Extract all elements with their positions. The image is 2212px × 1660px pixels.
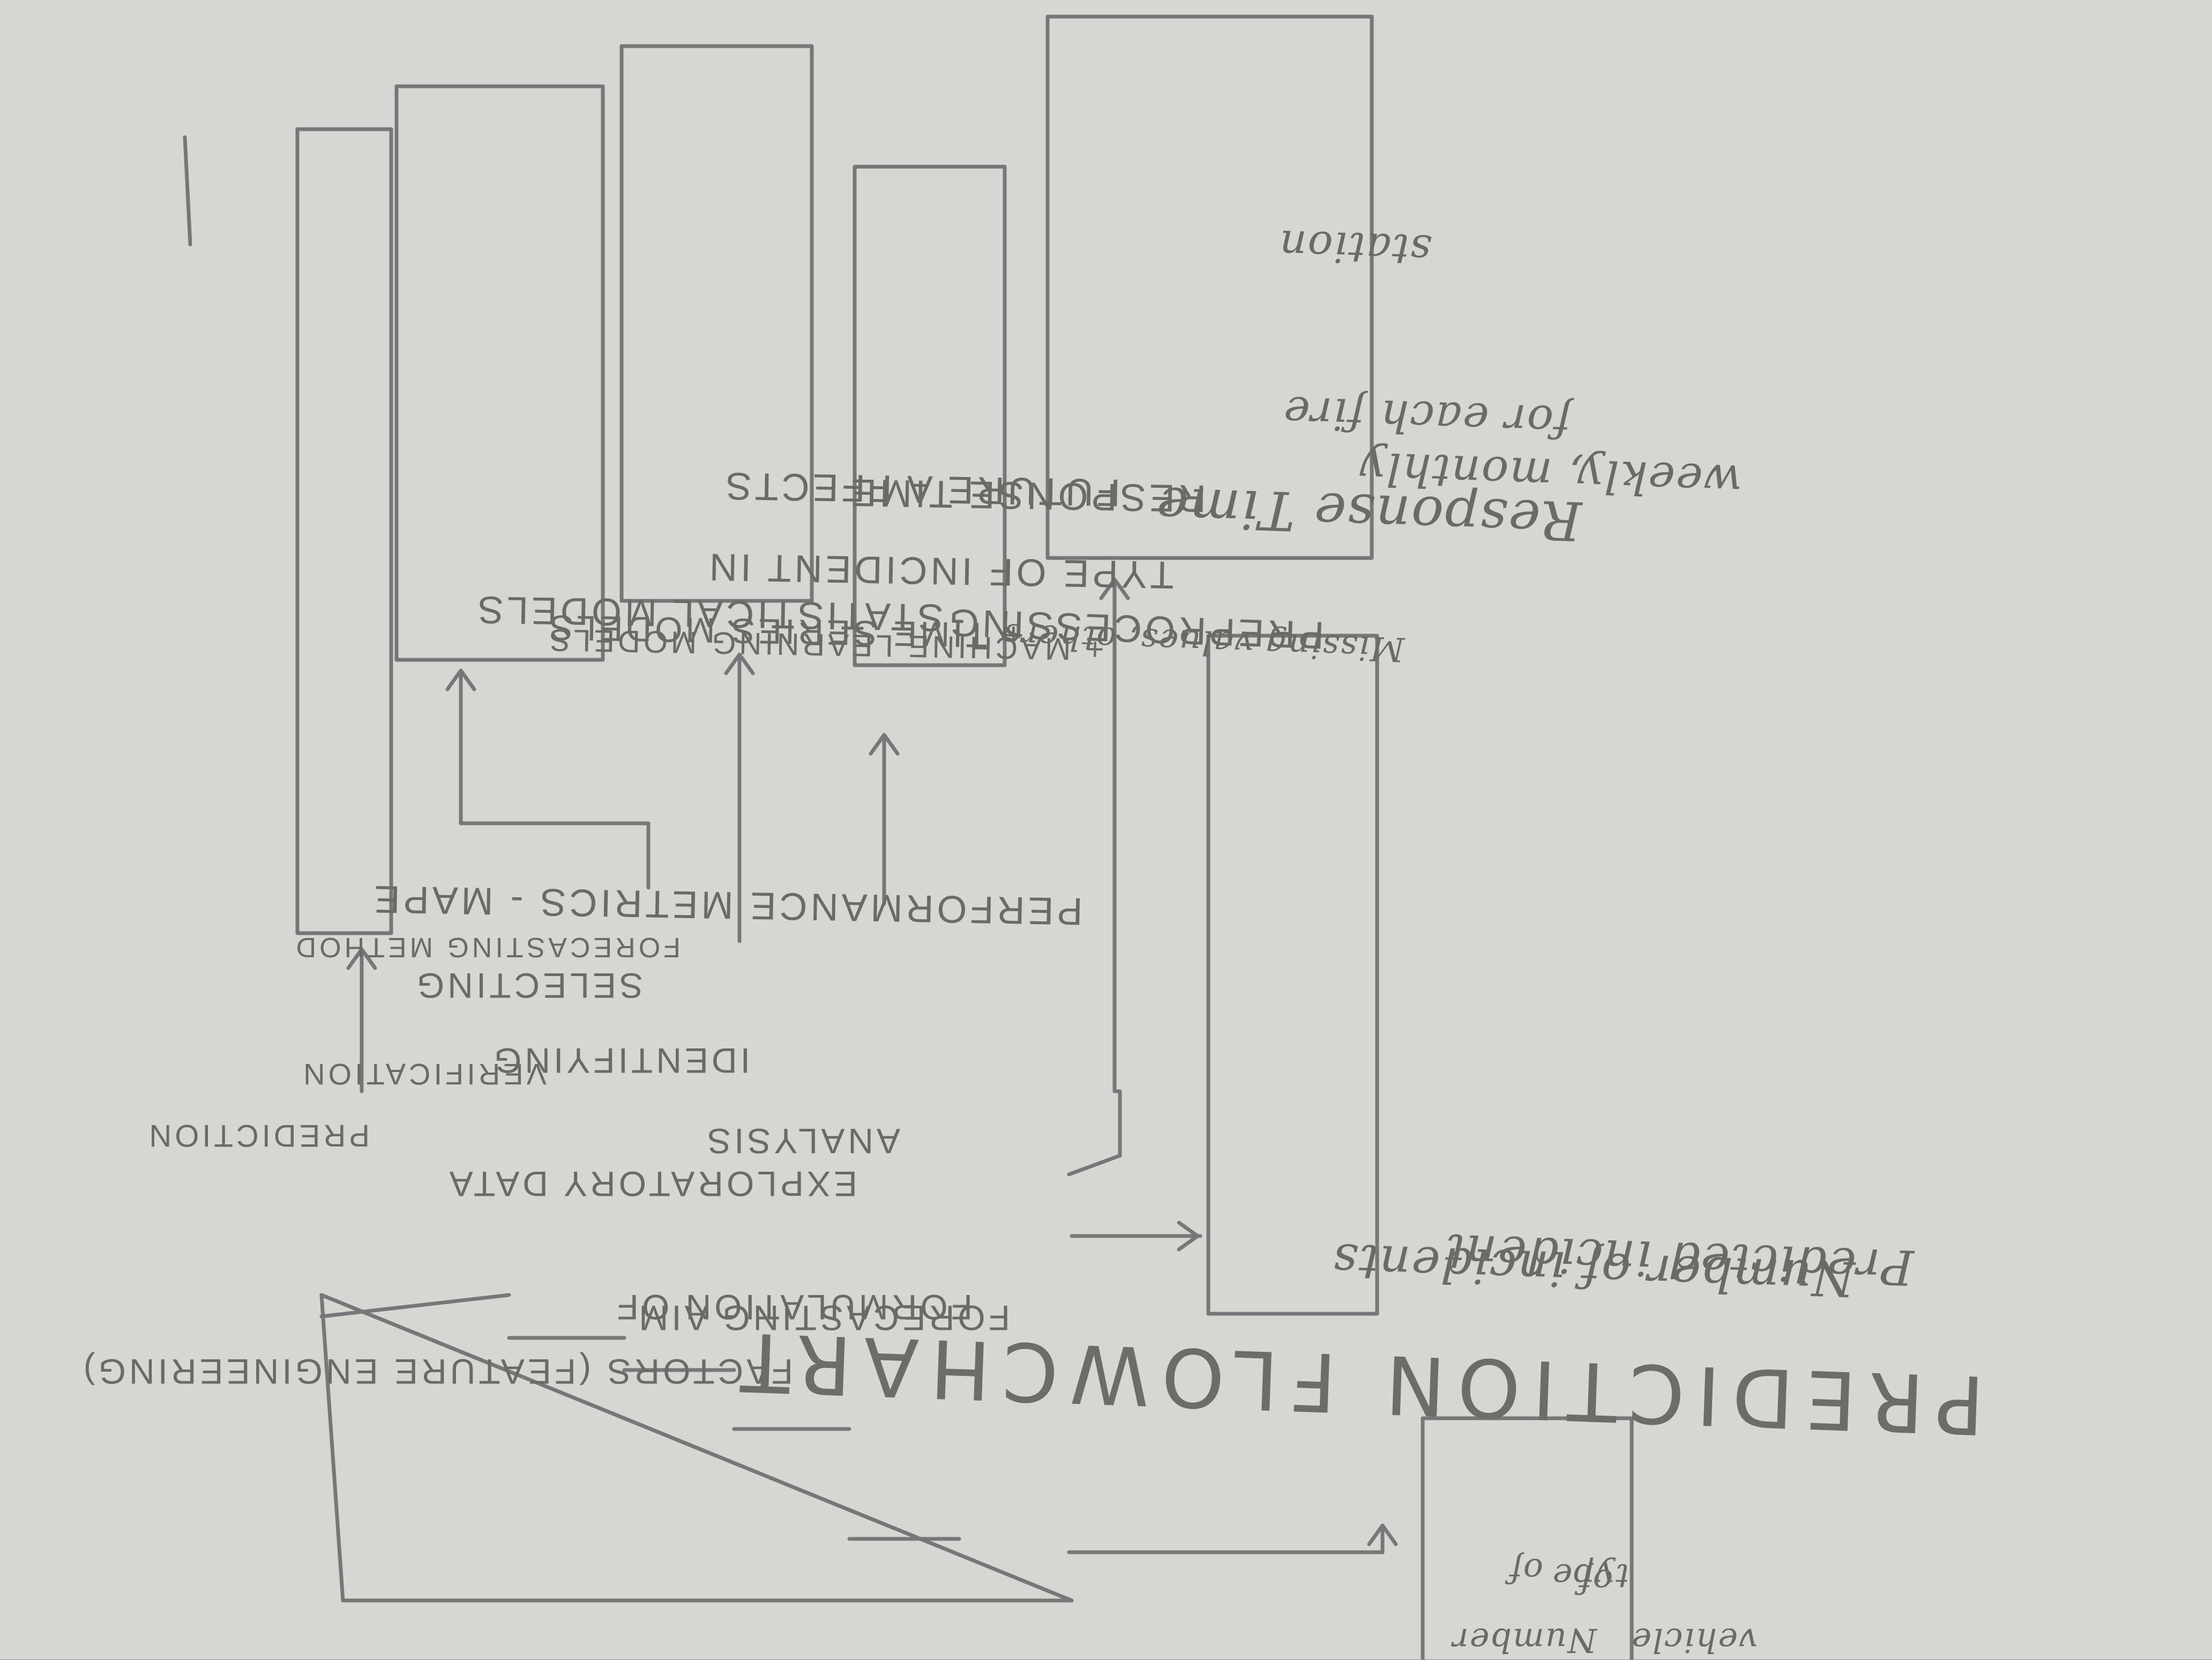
arrowhead-to-preprocessing	[869, 733, 900, 756]
pyramid-level-prediction: PREDICTION	[146, 1118, 370, 1153]
box-vehicle-line4: of	[1578, 1562, 1613, 1601]
box-incident-line3: RESPONSE TIME	[847, 471, 1207, 520]
arrowhead-to-response	[1099, 577, 1130, 600]
box-response-border	[1045, 14, 1374, 560]
box-vehicle-line2: of	[1508, 1551, 1543, 1590]
box-performance-border	[295, 127, 393, 935]
pyramid-level-identifying: IDENTIFYING	[490, 1041, 750, 1081]
box-response-line3: station	[1277, 220, 1432, 274]
box-incidents-border	[1206, 634, 1379, 1316]
pyramid-level-selecting: SELECTING	[413, 966, 643, 1006]
box-vehicle-border	[1421, 1416, 1634, 1659]
arrow-to-vehicle	[1067, 1523, 1385, 1554]
box-models-border	[394, 84, 605, 662]
title-underline	[183, 135, 192, 247]
box-preprocessing-border	[853, 165, 1007, 667]
pyramid-level-exploratory: EXPLORATORY DATA	[446, 1164, 857, 1204]
arrowhead-to-incidents	[1177, 1220, 1200, 1252]
box-incident-border	[619, 44, 814, 603]
arrowhead-to-incident	[724, 652, 755, 675]
box-response-line2: for each fire	[1282, 386, 1572, 448]
box-vehicle-line1: Number	[1452, 1621, 1597, 1660]
pyramid-side	[319, 1293, 1074, 1603]
arrow-to-models	[459, 671, 651, 890]
arrowhead-to-models	[445, 668, 476, 691]
arrowhead-to-performance	[346, 947, 377, 970]
pyramid-level-formulation-sub: FORECASTING AIM	[636, 1298, 1010, 1338]
pyramid-level-exploratory-sub: ANALYSIS	[704, 1121, 900, 1161]
arrowhead-to-vehicle	[1367, 1523, 1398, 1546]
box-incident-line1: TYPE OF INCIDENT IN	[706, 545, 1175, 597]
arrow-to-response	[1067, 580, 1122, 1177]
pyramid-level-selecting-sub: FORECASTING METHOD	[293, 932, 681, 963]
pyramid-level-identifying-sub: FACTORS (FEATURE ENGINEERING)	[80, 1352, 793, 1391]
box-vehicle-line5: vehicle	[1631, 1621, 1758, 1660]
pyramid-divider-1	[319, 1293, 511, 1319]
